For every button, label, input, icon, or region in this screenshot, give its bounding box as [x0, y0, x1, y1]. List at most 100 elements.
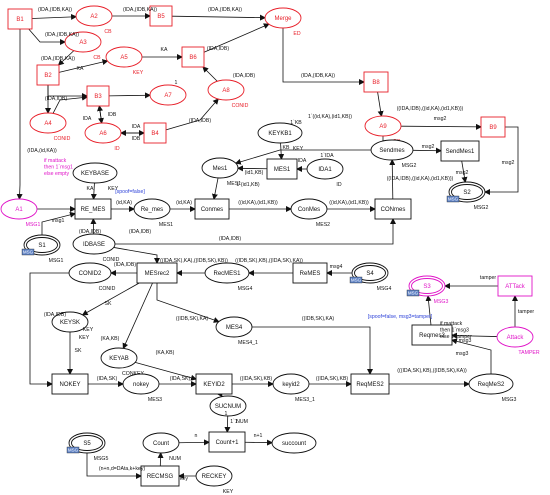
node-label: A1	[15, 207, 23, 213]
transition-reqmes2[interactable]: Reqmes2	[411, 324, 453, 346]
node-colorset: CB	[93, 55, 101, 61]
transition-conmes[interactable]: Conmes	[194, 198, 230, 220]
arc-label: (id1,KB)	[245, 170, 264, 176]
transition-box	[292, 262, 328, 284]
arc-label: IDB	[108, 112, 117, 118]
arc-Mes1-to-Conmes	[211, 177, 219, 200]
arc-MESrec2-to-KEYSK	[81, 282, 140, 316]
transition-nokey[interactable]: NOKEY	[51, 373, 89, 395]
node-label: A4	[44, 121, 52, 127]
transition-mes1t[interactable]: MES1	[266, 158, 298, 180]
place-a7[interactable]: A7	[149, 84, 187, 106]
place-succount[interactable]: succount	[271, 432, 317, 454]
transition-mesrec2[interactable]: MESrec2	[136, 262, 178, 284]
arc-label: ((IDB,SK),KB),((IDA,SK),KA))	[235, 258, 303, 264]
transition-sendmes1[interactable]: SendMes1	[440, 140, 480, 162]
transition-b6[interactable]: B6	[181, 46, 205, 68]
arc-label: (IDA,(IDB,KA))	[208, 7, 242, 13]
transition-b4[interactable]: B4	[143, 122, 167, 144]
transition-reqmes2[interactable]: ReqMES2	[350, 373, 390, 395]
arc-B2-to-B3	[47, 85, 88, 99]
place-inner-ring	[451, 184, 483, 200]
transition-box	[374, 198, 412, 220]
transition-re_mes[interactable]: RE_MES	[74, 198, 112, 220]
transition-box	[143, 122, 167, 144]
node-label: Re_mes	[141, 207, 163, 213]
transition-attack[interactable]: ATTack	[497, 275, 533, 297]
transition-keyid2[interactable]: KEYID2	[195, 373, 233, 395]
arc-KEYKB1-to-MES1t	[278, 142, 285, 160]
transition-b9[interactable]: B9	[480, 116, 506, 138]
place-ellipse	[149, 84, 187, 106]
node-colorset: MES4_1	[238, 340, 258, 346]
transition-b3[interactable]: B3	[86, 85, 110, 107]
place-ellipse	[496, 326, 534, 348]
transition-b8[interactable]: B8	[363, 71, 389, 93]
node-label: KEYSK	[60, 320, 80, 326]
place-ellipse	[84, 122, 122, 144]
node-colorset: MES1	[227, 181, 241, 187]
arc-S1-to-RE_MES	[41, 211, 76, 235]
fusion-tag-label: MSG	[448, 197, 459, 202]
arc-label: (id,KA)	[176, 200, 192, 206]
arc-label: (IDA,IDB)	[114, 262, 136, 268]
place-inner-ring	[411, 278, 443, 294]
place-ellipse	[68, 262, 112, 284]
arc-label: 1`(id1,KB)	[236, 182, 260, 188]
arc-label: [spoof=false, msg3=tamper]	[368, 314, 433, 320]
node-label: IDBASE	[83, 242, 105, 248]
node-colorset: MSG5	[94, 456, 109, 462]
node-label: ReqMeS2	[478, 382, 505, 388]
arc-label: (IDA,IDB)	[45, 96, 67, 102]
node-colorset: NUM	[169, 456, 181, 462]
transition-b1[interactable]: B1	[7, 8, 33, 30]
transition-box	[480, 116, 506, 138]
arc-label: (IDA,SK)	[97, 376, 118, 382]
arc-CONmes-to-Sendmes	[389, 158, 396, 200]
transition-b2[interactable]: B2	[36, 64, 60, 86]
transition-countp1[interactable]: Count+1	[208, 431, 246, 453]
transition-b5[interactable]: B5	[149, 5, 173, 27]
transition-conmes[interactable]: CONmes	[374, 198, 412, 220]
arc-label: IDA	[83, 116, 92, 122]
node-label: IDA1	[318, 167, 332, 173]
arc-label: ((IDB,SK),KA)	[176, 316, 209, 322]
transition-remes[interactable]: ReMES	[292, 262, 328, 284]
transition-recmsg[interactable]: RECMSG	[140, 465, 180, 487]
arc-label: (IDA,IDB)	[44, 312, 66, 318]
